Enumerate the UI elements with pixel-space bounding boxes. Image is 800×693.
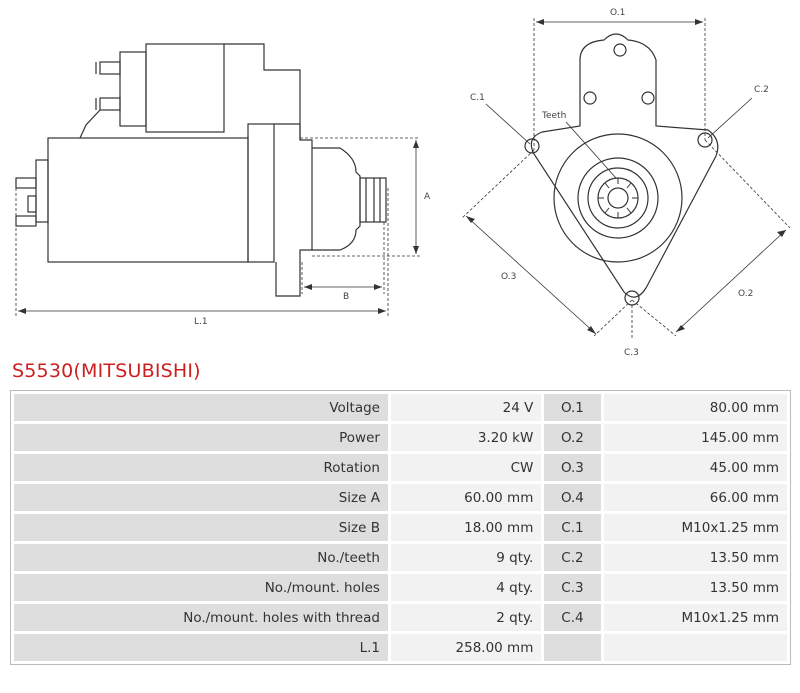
hole-c4-right (641, 91, 655, 105)
pinion (359, 177, 387, 223)
label-teeth: Teeth (541, 111, 566, 121)
dimension-code: O.4 (544, 484, 601, 511)
spec-label: Rotation (14, 454, 388, 481)
dimension-code: O.1 (544, 394, 601, 421)
wire (79, 109, 101, 139)
table-row: No./mount. holes with thread 2 qty. C.4 … (14, 604, 787, 631)
spec-label: Power (14, 424, 388, 451)
spec-value: 2 qty. (390, 604, 542, 631)
housing-outer (553, 133, 683, 263)
label-c1: C.1 (470, 93, 485, 103)
spec-value: 24 V (390, 394, 542, 421)
table-row: L.1 258.00 mm (14, 634, 787, 661)
label-c3: C.3 (624, 348, 639, 358)
product-title: S5530(MITSUBISHI) (12, 360, 201, 382)
mount-flange-outline (530, 33, 719, 298)
dimension-code: C.1 (544, 514, 601, 541)
dimension-code: O.3 (544, 454, 601, 481)
table-row: Voltage 24 V O.1 80.00 mm (14, 394, 787, 421)
dimension-value: 45.00 mm (603, 454, 787, 481)
spec-value: 258.00 mm (390, 634, 542, 661)
starter-side-view: A B L.1 (15, 43, 430, 327)
starter-front-view: O.1 O.3 O.2 C.1 C.2 C.3 Teeth (461, 8, 791, 358)
dimension-value: 66.00 mm (603, 484, 787, 511)
label-o3: O.3 (501, 272, 516, 282)
hole-c4-left (583, 91, 597, 105)
terminal-bottom (99, 97, 121, 111)
leader-c1 (485, 103, 531, 145)
spec-value: 4 qty. (390, 574, 542, 601)
mount-flange (274, 123, 313, 297)
label-o2: O.2 (738, 289, 753, 299)
solenoid-bracket (224, 43, 301, 140)
table-row: No./teeth 9 qty. C.2 13.50 mm (14, 544, 787, 571)
housing-inner (577, 157, 659, 239)
dimension-value: 13.50 mm (603, 544, 787, 571)
dimension-o3-line (465, 215, 597, 335)
solenoid-body (145, 43, 225, 133)
label-o1: O.1 (610, 8, 625, 18)
dimension-code (544, 634, 601, 661)
dimension-value: M10x1.25 mm (603, 514, 787, 541)
technical-drawing: A B L.1 (15, 8, 791, 358)
dimension-value: M10x1.25 mm (603, 604, 787, 631)
spec-value: 9 qty. (390, 544, 542, 571)
table-row: Power 3.20 kW O.2 145.00 mm (14, 424, 787, 451)
label-l1: L.1 (194, 317, 208, 327)
spec-value: 18.00 mm (390, 514, 542, 541)
motor-body (47, 137, 249, 263)
table-row: Size A 60.00 mm O.4 66.00 mm (14, 484, 787, 511)
spec-label: No./mount. holes (14, 574, 388, 601)
leader-c2 (707, 97, 753, 139)
spec-label: L.1 (14, 634, 388, 661)
top-hole (613, 43, 627, 57)
label-c2: C.2 (754, 85, 769, 95)
label-a: A (424, 192, 430, 202)
spec-label: No./mount. holes with thread (14, 604, 388, 631)
table-row: Rotation CW O.3 45.00 mm (14, 454, 787, 481)
spec-label: Size B (14, 514, 388, 541)
dimension-code: C.3 (544, 574, 601, 601)
dimension-code: C.4 (544, 604, 601, 631)
stud-bottom (15, 215, 37, 227)
label-b: B (343, 292, 349, 302)
leader-teeth (565, 121, 617, 179)
spec-table: Voltage 24 V O.1 80.00 mm Power 3.20 kW … (10, 390, 791, 665)
stud-top (15, 177, 37, 189)
hole-c3 (624, 290, 640, 306)
solenoid-cap (119, 51, 147, 127)
table-row: No./mount. holes 4 qty. C.3 13.50 mm (14, 574, 787, 601)
spec-table-body: Voltage 24 V O.1 80.00 mm Power 3.20 kW … (14, 394, 787, 661)
spec-label: Voltage (14, 394, 388, 421)
spec-value: 60.00 mm (390, 484, 542, 511)
table-row: Size B 18.00 mm C.1 M10x1.25 mm (14, 514, 787, 541)
dimension-value: 80.00 mm (603, 394, 787, 421)
nose-housing (312, 147, 361, 251)
dimension-value (603, 634, 787, 661)
hole-c1 (524, 138, 540, 154)
spec-label: Size A (14, 484, 388, 511)
terminal-top (99, 61, 121, 75)
dimension-code: C.2 (544, 544, 601, 571)
spec-label: No./teeth (14, 544, 388, 571)
dimension-o2-line (675, 229, 787, 333)
dimension-value: 13.50 mm (603, 574, 787, 601)
end-cap (35, 159, 49, 223)
spec-value: CW (390, 454, 542, 481)
dimension-code: O.2 (544, 424, 601, 451)
dimension-value: 145.00 mm (603, 424, 787, 451)
spec-value: 3.20 kW (390, 424, 542, 451)
drive-housing (247, 123, 275, 263)
